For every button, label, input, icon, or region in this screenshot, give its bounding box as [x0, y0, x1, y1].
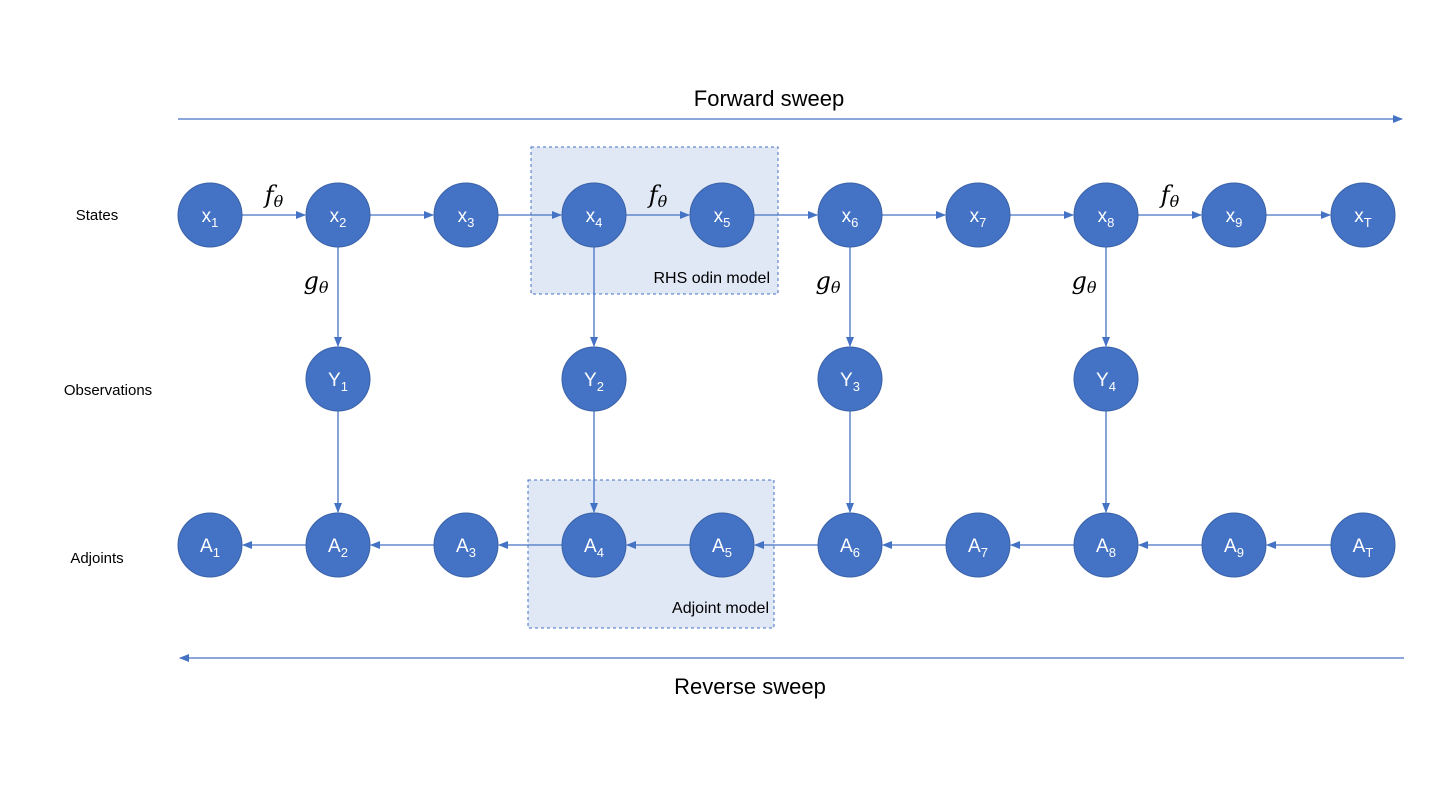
adjoint-node-3-subscript: 3: [469, 545, 476, 560]
state-node-7-subscript: 7: [979, 215, 986, 230]
adjoint-node-1: A1: [177, 512, 243, 578]
adjoint-node-5: A5: [689, 512, 755, 578]
adjoint-node-4-subscript: 4: [597, 545, 604, 560]
adjoint-node-5-subscript: 5: [725, 545, 732, 560]
state-node-T-subscript: T: [1364, 215, 1372, 230]
state-node-9-subscript: 9: [1235, 215, 1242, 230]
adjoint-node-7-subscript: 7: [981, 545, 988, 560]
state-node-8: x8: [1073, 182, 1139, 248]
observation-node-1: Y1: [305, 346, 371, 412]
adjoint-node-1-circle: [177, 512, 243, 578]
state-node-5-subscript: 5: [723, 215, 730, 230]
state-node-3-circle: [433, 182, 499, 248]
g-theta-label-4: gθ: [303, 267, 328, 297]
adjoint-node-1-subscript: 1: [213, 545, 220, 560]
state-node-T: xT: [1330, 182, 1396, 248]
state-node-3-subscript: 3: [467, 215, 474, 230]
row-label-states: States: [76, 207, 119, 224]
reverse-sweep-label: Reverse sweep: [674, 674, 826, 699]
state-node-6: x6: [817, 182, 883, 248]
g-theta-subscript-6: θ: [1087, 278, 1097, 297]
observation-node-3: Y3: [817, 346, 883, 412]
adjoint-node-4: A4: [561, 512, 627, 578]
state-node-6-circle: [817, 182, 883, 248]
observation-node-3-subscript: 3: [853, 379, 860, 394]
state-node-1-subscript: 1: [211, 215, 218, 230]
adjoint-node-2: A2: [305, 512, 371, 578]
observation-node-2-circle: [561, 346, 627, 412]
state-node-2-circle: [305, 182, 371, 248]
row-label-observations: Observations: [64, 382, 152, 399]
adjoint-node-6: A6: [817, 512, 883, 578]
observation-node-3-circle: [817, 346, 883, 412]
state-node-5-circle: [689, 182, 755, 248]
adjoint-node-T: AT: [1330, 512, 1396, 578]
state-node-4-circle: [561, 182, 627, 248]
state-node-T-circle: [1330, 182, 1396, 248]
state-node-6-subscript: 6: [851, 215, 858, 230]
observation-node-4-subscript: 4: [1109, 379, 1116, 394]
adjoint-node-4-circle: [561, 512, 627, 578]
state-node-2-subscript: 2: [339, 215, 346, 230]
adjoint-node-9-subscript: 9: [1237, 545, 1244, 560]
adjoint-node-3-circle: [433, 512, 499, 578]
f-theta-subscript-3: θ: [1170, 192, 1180, 211]
state-node-7-circle: [945, 182, 1011, 248]
state-node-3: x3: [433, 182, 499, 248]
adjoint-node-9: A9: [1201, 512, 1267, 578]
adjoint-node-7-circle: [945, 512, 1011, 578]
row-label-adjoints: Adjoints: [70, 550, 123, 567]
observation-node-1-circle: [305, 346, 371, 412]
observation-node-1-subscript: 1: [341, 379, 348, 394]
adjoint-node-2-circle: [305, 512, 371, 578]
state-node-2: x2: [305, 182, 371, 248]
f-theta-label-1: fθ: [263, 181, 284, 211]
g-theta-subscript-4: θ: [319, 278, 329, 297]
state-node-4-subscript: 4: [595, 215, 602, 230]
state-node-9: x9: [1201, 182, 1267, 248]
state-node-1-circle: [177, 182, 243, 248]
observation-node-4-circle: [1073, 346, 1139, 412]
f-theta-subscript-2: θ: [658, 192, 668, 211]
observation-node-4: Y4: [1073, 346, 1139, 412]
adjoint-model-label: Adjoint model: [672, 600, 769, 617]
state-node-5: x5: [689, 182, 755, 248]
f-theta-subscript-1: θ: [274, 192, 284, 211]
adjoint-node-9-circle: [1201, 512, 1267, 578]
forward-sweep-label: Forward sweep: [694, 86, 844, 111]
adjoint-node-5-circle: [689, 512, 755, 578]
f-theta-label-3: fθ: [1159, 181, 1180, 211]
observation-node-2-subscript: 2: [597, 379, 604, 394]
adjoint-node-6-circle: [817, 512, 883, 578]
adjoint-node-T-subscript: T: [1365, 545, 1373, 560]
adjoint-node-3: A3: [433, 512, 499, 578]
state-node-1: x1: [177, 182, 243, 248]
state-node-8-circle: [1073, 182, 1139, 248]
adjoint-node-8-circle: [1073, 512, 1139, 578]
state-node-4: x4: [561, 182, 627, 248]
g-theta-label-5: gθ: [815, 267, 840, 297]
edges-layer: [242, 211, 1331, 549]
state-node-7: x7: [945, 182, 1011, 248]
adjoint-node-6-subscript: 6: [853, 545, 860, 560]
adjoint-node-T-circle: [1330, 512, 1396, 578]
state-node-9-circle: [1201, 182, 1267, 248]
adjoint-node-7: A7: [945, 512, 1011, 578]
g-theta-subscript-5: θ: [831, 278, 841, 297]
adjoint-node-8-subscript: 8: [1109, 545, 1116, 560]
rhs-model-label: RHS odin model: [654, 270, 771, 287]
state-node-8-subscript: 8: [1107, 215, 1114, 230]
g-theta-label-6: gθ: [1071, 267, 1096, 297]
observation-node-2: Y2: [561, 346, 627, 412]
adjoint-node-8: A8: [1073, 512, 1139, 578]
adjoint-node-2-subscript: 2: [341, 545, 348, 560]
